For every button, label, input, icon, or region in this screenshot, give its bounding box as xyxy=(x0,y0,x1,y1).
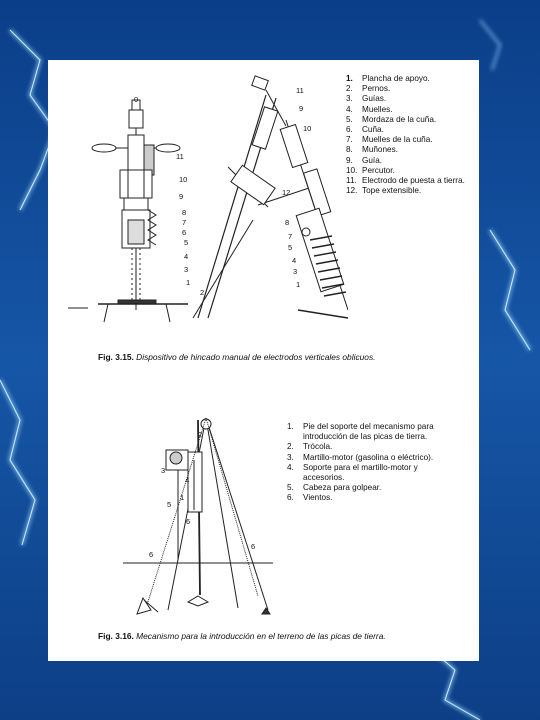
legend-item: 12.Tope extensible. xyxy=(346,186,422,196)
fig316-label: 5 xyxy=(167,500,172,509)
legend-item: 1.Pie del soporte del mecanismo para int… xyxy=(287,422,434,442)
legend-item: 4.Soporte para el martillo-motor y acces… xyxy=(287,462,418,483)
fig316-label: 6 xyxy=(251,542,256,551)
fig315-label: 11 xyxy=(176,152,184,161)
fig315-label: 1 xyxy=(296,280,301,289)
legend-item: 2.Trócola. xyxy=(287,442,333,452)
fig315-label: 8 xyxy=(285,218,290,227)
figure-3-16-drawing xyxy=(123,417,273,615)
fig315-label: 5 xyxy=(184,238,189,247)
document-page: 0 11 10 9 8 7 6 5 4 3 1 2 11 9 10 12 8 7… xyxy=(48,60,479,661)
fig315-label: 5 xyxy=(288,243,293,252)
legend-item: 8.Muñones. xyxy=(346,145,398,155)
fig316-label: 6 xyxy=(186,517,191,526)
caption-label: Fig. 3.15. xyxy=(98,352,134,362)
legend-item: 6.Vientos. xyxy=(287,493,333,503)
legend-item: 2.Pernos. xyxy=(346,84,391,94)
legend-item: 10.Percutor. xyxy=(346,165,395,175)
fig316-label: 2 xyxy=(198,430,203,439)
legend-item: 4.Muelles. xyxy=(346,104,393,114)
fig315-label: 10 xyxy=(303,124,312,133)
fig316-label: 1 xyxy=(180,493,185,502)
caption-text: Dispositivo de hincado manual de electro… xyxy=(136,352,376,362)
fig315-label: 4 xyxy=(184,252,189,261)
caption-label: Fig. 3.16. xyxy=(98,631,134,641)
legend-item: 7.Muelles de la cuña. xyxy=(346,135,433,145)
legend-item: 3.Martillo-motor (gasolina o eléctrico). xyxy=(287,452,434,462)
legend-item: 11.Electrodo de puesta a tierra. xyxy=(346,176,465,186)
fig315-label: 1 xyxy=(186,278,191,287)
fig315-label: 2 xyxy=(200,288,205,297)
legend-item: 3.Guías. xyxy=(346,94,387,104)
figure-3-16-labels: 2 3 4 1 5 6 6 6 xyxy=(48,400,288,630)
figure-3-16-caption: Fig. 3.16. Mecanismo para la introducció… xyxy=(98,631,386,641)
fig316-label: 4 xyxy=(185,476,190,485)
legend-item: 5.Cabeza para golpear. xyxy=(287,483,382,493)
figure-3-15-legend: 1.Plancha de apoyo. 2.Pernos. 3.Guías. 4… xyxy=(346,74,478,196)
legend-item: 1.Plancha de apoyo. xyxy=(346,74,430,83)
figure-3-15-drawing xyxy=(68,75,348,323)
fig316-label: 3 xyxy=(161,466,166,475)
caption-text: Mecanismo para la introducción en el ter… xyxy=(136,631,386,641)
fig315-label: 0 xyxy=(134,95,139,104)
fig315-label: 10 xyxy=(179,175,188,184)
figure-3-15-labels: 0 11 10 9 8 7 6 5 4 3 1 2 11 9 10 12 8 7… xyxy=(48,60,348,350)
fig315-label: 9 xyxy=(179,192,184,201)
figure-3-15-caption: Fig. 3.15. Dispositivo de hincado manual… xyxy=(98,352,375,362)
legend-item: 9.Guía. xyxy=(346,155,383,165)
legend-item: 6.Cuña. xyxy=(346,125,384,135)
fig315-label: 12 xyxy=(282,188,291,197)
fig315-label: 9 xyxy=(299,104,304,113)
fig315-label: 11 xyxy=(296,86,304,95)
fig316-label: 6 xyxy=(149,550,154,559)
fig315-label: 4 xyxy=(292,256,297,265)
fig315-label: 8 xyxy=(182,208,187,217)
legend-item: 5.Mordaza de la cuña. xyxy=(346,114,437,124)
fig315-label: 3 xyxy=(293,267,298,276)
fig315-label: 6 xyxy=(182,228,187,237)
fig315-label: 7 xyxy=(182,218,187,227)
fig315-label: 7 xyxy=(288,232,293,241)
fig315-label: 3 xyxy=(184,265,189,274)
figure-3-16-legend: 1.Pie del soporte del mecanismo para int… xyxy=(287,422,437,504)
